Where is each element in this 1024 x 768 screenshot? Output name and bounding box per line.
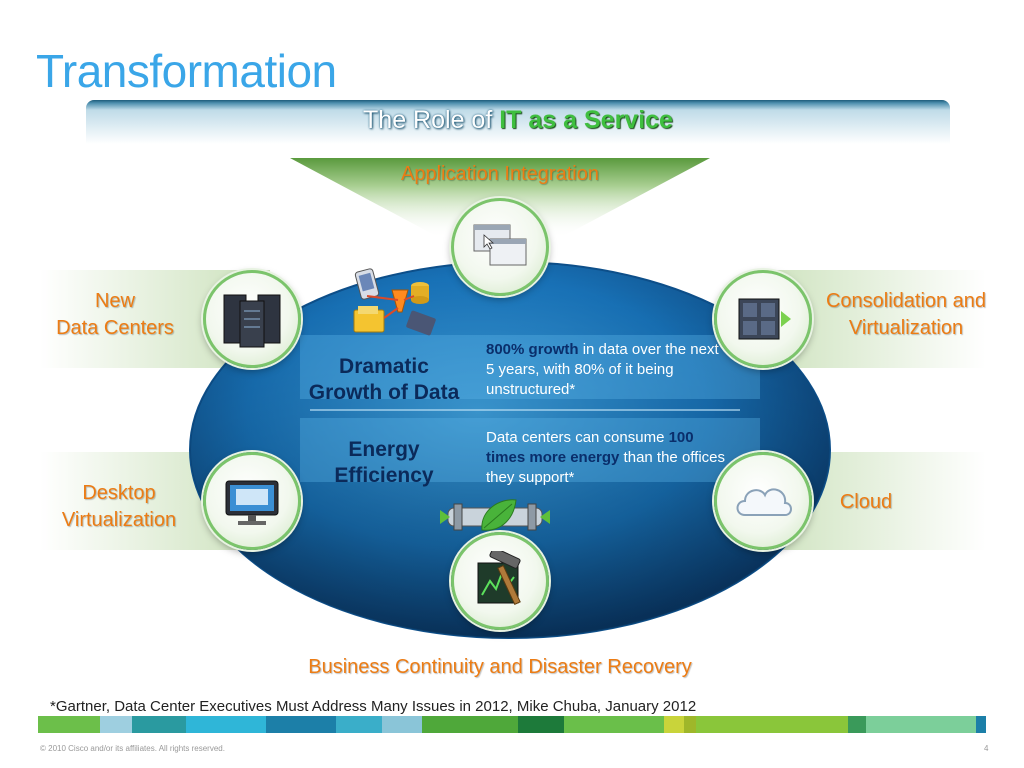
label-business-continuity: Business Continuity and Disaster Recover… (308, 656, 692, 678)
node-consolidation-virtualization (714, 270, 812, 368)
label-desktop-virtualization-line2: Virtualization (61, 509, 177, 531)
node-cloud (714, 452, 812, 550)
energy-text-a: Data centers can consume (486, 429, 669, 446)
label-desktop-virtualization-line1: Desktop (82, 482, 156, 504)
energy-info-text: Data centers can consume 100 times more … (486, 428, 726, 488)
node-business-continuity (451, 532, 549, 630)
growth-text: in data over the next 5 years, with 80% … (486, 341, 719, 398)
energy-label-line2: Efficiency (334, 464, 434, 487)
data-cluster-icon (353, 268, 436, 336)
leaf-pipe-icon (440, 499, 550, 531)
label-consolidation-virtualization: Consolidation and Virtualization (806, 288, 1006, 342)
label-application-integration: Application Integration (401, 163, 599, 185)
growth-label-line2: Growth of Data (308, 381, 460, 404)
growth-strong: 800% growth (486, 341, 579, 358)
page-number: 4 (984, 744, 989, 753)
windows-icon (473, 224, 527, 266)
growth-label: Dramatic Growth of Data (296, 354, 472, 406)
subtitle-bar (86, 100, 950, 144)
node-new-data-centers (203, 270, 301, 368)
copyright: © 2010 Cisco and/or its affiliates. All … (40, 744, 225, 753)
footnote: *Gartner, Data Center Executives Must Ad… (50, 698, 697, 715)
label-new-data-centers: New Data Centers (40, 288, 190, 342)
subtitle-prefix: The Role of (363, 106, 500, 134)
label-new-data-centers-line2: Data Centers (56, 317, 174, 339)
servers-icon (223, 294, 281, 348)
label-consolidation-line1: Consolidation and (825, 290, 987, 312)
monitor-icon (225, 480, 279, 525)
energy-label: Energy Efficiency (312, 437, 456, 489)
label-cloud: Cloud (839, 491, 893, 513)
label-new-data-centers-line1: New (94, 290, 135, 312)
subtitle: The Role of IT as a Service (86, 106, 950, 135)
hammer-monitor-icon (477, 551, 521, 606)
energy-label-line1: Energy (348, 438, 420, 461)
growth-info-text: 800% growth in data over the next 5 year… (486, 340, 724, 400)
growth-label-line1: Dramatic (339, 355, 429, 378)
subtitle-highlight: IT as a Service (499, 106, 673, 134)
energy-strong: 100 times more energy (486, 429, 694, 466)
node-application-integration (451, 198, 549, 296)
slide-title: Transformation (36, 45, 337, 97)
cloud-icon (736, 488, 792, 516)
node-desktop-virtualization (203, 452, 301, 550)
server-rack-icon (738, 298, 791, 340)
label-desktop-virtualization: Desktop Virtualization (44, 480, 194, 534)
central-ellipse (189, 261, 831, 639)
label-consolidation-line2: Virtualization (848, 317, 964, 339)
energy-text-b: than the offices they support* (486, 449, 726, 486)
